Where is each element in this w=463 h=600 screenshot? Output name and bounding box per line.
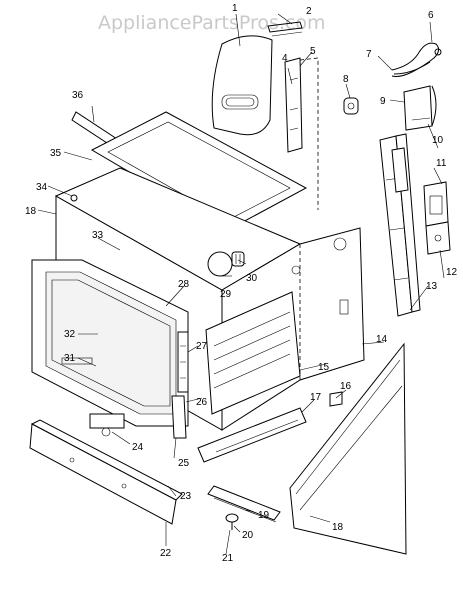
part-9-10-bracket xyxy=(403,85,437,131)
callout-19: 19 xyxy=(258,510,270,521)
callout-26: 26 xyxy=(196,397,208,408)
callout-8: 8 xyxy=(343,74,349,85)
part-27-hinge xyxy=(177,331,189,393)
callout-2: 2 xyxy=(306,6,312,17)
callout-23: 23 xyxy=(180,491,192,502)
callout-6: 6 xyxy=(428,10,434,21)
callout-16: 16 xyxy=(340,381,352,392)
part-13-side-rail xyxy=(379,133,421,317)
callout-4: 4 xyxy=(282,53,288,64)
callout-10: 10 xyxy=(432,135,444,146)
part-25-bracket xyxy=(171,395,187,439)
part-4-5-hinge-bracket xyxy=(284,57,319,210)
part-19-bottom-rail xyxy=(207,485,281,523)
callout-20: 20 xyxy=(242,530,254,541)
callout-14: 14 xyxy=(376,334,388,345)
part-6-wire-harness xyxy=(391,42,442,77)
part-17-bottom-panel xyxy=(197,407,307,463)
part-29-30-light-assembly xyxy=(207,251,245,277)
leader-lines xyxy=(37,13,445,555)
callout-12: 12 xyxy=(446,267,458,278)
callout-22: 22 xyxy=(160,548,172,559)
part-18-side-panel-right xyxy=(289,342,407,555)
callout-18-right: 18 xyxy=(332,522,344,533)
callout-30: 30 xyxy=(246,273,258,284)
part-11-12-bracket xyxy=(423,181,451,255)
callout-7: 7 xyxy=(366,49,372,60)
part-24-bracket xyxy=(89,413,125,437)
part-34-screw xyxy=(70,194,78,202)
callout-33: 33 xyxy=(92,230,104,241)
part-1-panel xyxy=(211,35,273,136)
callout-5: 5 xyxy=(310,46,316,57)
callout-9: 9 xyxy=(380,96,386,107)
callout-1: 1 xyxy=(232,3,238,14)
callout-35: 35 xyxy=(50,148,62,159)
part-2-bracket xyxy=(267,21,303,37)
oven-door-frame xyxy=(31,259,189,427)
callout-25: 25 xyxy=(178,458,190,469)
callout-24: 24 xyxy=(132,442,144,453)
callout-28: 28 xyxy=(178,279,190,290)
callout-15: 15 xyxy=(318,362,330,373)
part-8-plug xyxy=(343,97,359,115)
callout-21: 21 xyxy=(222,553,234,564)
callout-18-left: 18 xyxy=(25,206,37,217)
part-15-side-liner xyxy=(205,265,301,415)
part-16-clip xyxy=(329,391,343,407)
callout-32: 32 xyxy=(64,329,76,340)
callout-34: 34 xyxy=(36,182,48,193)
callout-36: 36 xyxy=(72,90,84,101)
callout-29: 29 xyxy=(220,289,232,300)
callout-17: 17 xyxy=(310,392,322,403)
callout-11: 11 xyxy=(436,158,447,169)
callout-13: 13 xyxy=(426,281,438,292)
callout-labels: 1 2 4 5 6 7 8 9 10 11 12 13 14 15 16 17 … xyxy=(25,3,458,564)
part-22-kick-panel xyxy=(29,419,183,525)
callout-31: 31 xyxy=(64,353,76,364)
callout-27: 27 xyxy=(196,341,208,352)
